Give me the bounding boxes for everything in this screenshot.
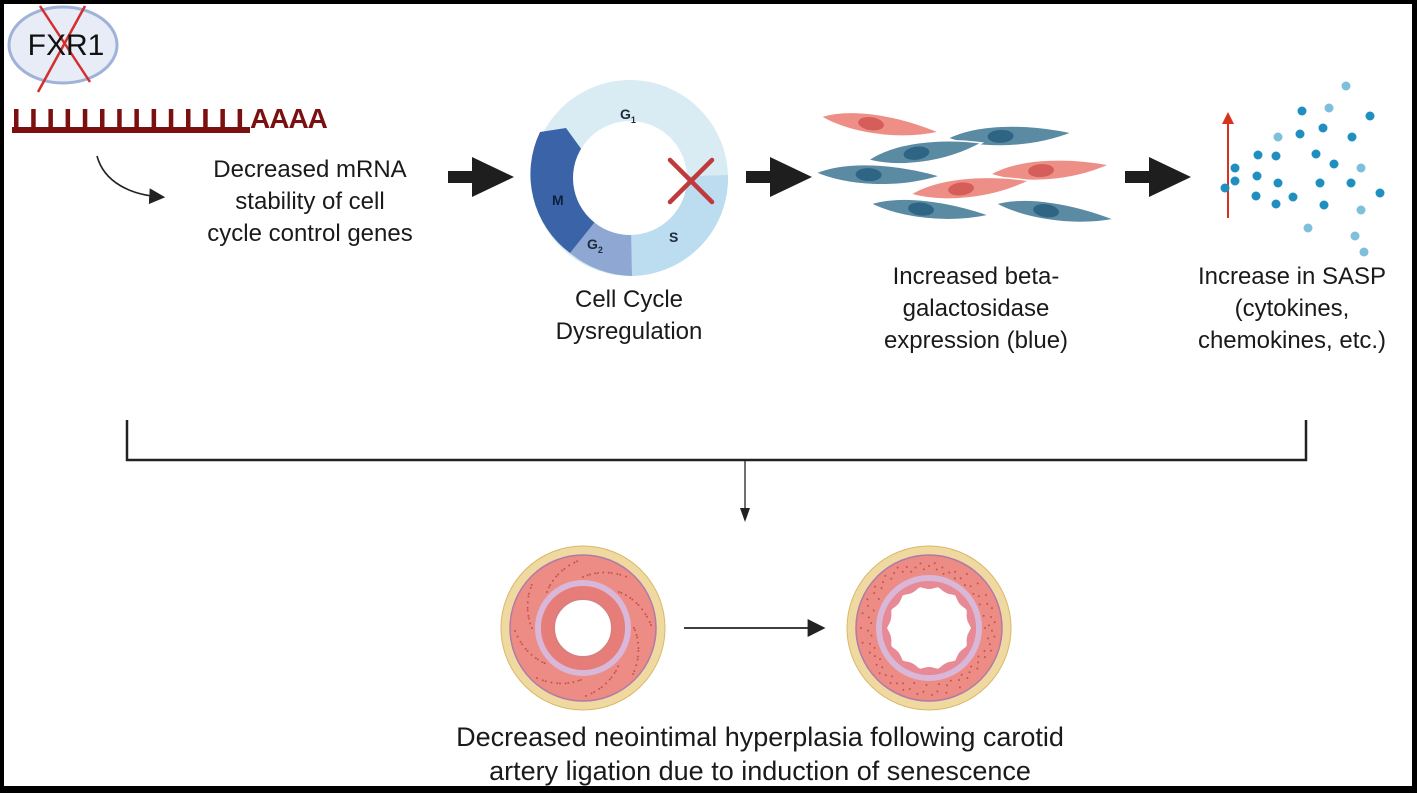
sasp-particle: [1329, 159, 1339, 169]
flow-arrow-2-icon: [746, 157, 812, 197]
blue-cell: [945, 125, 1076, 147]
sasp-particle: [1303, 223, 1313, 233]
blue-cell: [866, 140, 985, 165]
artery-after-icon: [846, 545, 1012, 711]
phase-m-label: M: [552, 192, 564, 208]
sasp-particle: [1365, 111, 1375, 121]
mrna-backbone: [12, 127, 250, 133]
sasp-particle: [1359, 247, 1369, 257]
sasp-particle: [1251, 191, 1261, 201]
blue-cell: [993, 199, 1118, 224]
beta-gal-label: Increased beta- galactosidase expression…: [836, 261, 1116, 357]
sasp-particle: [1341, 81, 1351, 91]
label-line: stability of cell: [235, 188, 385, 215]
mrna-nucleotide: [203, 109, 208, 129]
label-line: galactosidase: [902, 295, 1050, 322]
outcome-label: Decreased neointimal hyperplasia followi…: [370, 720, 1150, 788]
mrna-nucleotide: [48, 109, 53, 129]
sasp-particle: [1311, 149, 1321, 159]
lumen: [887, 587, 971, 669]
sasp-particle: [1220, 183, 1230, 193]
sasp-particle: [1252, 171, 1262, 181]
mrna-nucleotide: [31, 109, 36, 129]
cell-cycle-ring-icon: [530, 80, 729, 276]
cell-cycle-label: Cell Cycle Dysregulation: [514, 284, 744, 348]
mrna-nucleotide: [65, 109, 71, 129]
label-line: artery ligation due to induction of sene…: [489, 756, 1031, 786]
knockout-cross-icon: [36, 5, 92, 93]
sasp-particle: [1295, 129, 1305, 139]
sasp-particle: [1230, 176, 1240, 186]
label-line: Dysregulation: [555, 318, 703, 345]
sasp-particle: [1356, 163, 1366, 173]
mrna-nucleotide: [134, 109, 139, 129]
sasp-particle: [1297, 106, 1307, 116]
sasp-particle: [1271, 199, 1281, 209]
flow-arrow-3-icon: [1125, 157, 1191, 197]
mrna-nucleotide: [186, 109, 191, 129]
sasp-particle: [1315, 178, 1325, 188]
sasp-label: Increase in SASP (cytokines, chemokines,…: [1164, 261, 1417, 357]
mrna-nucleotide: [151, 109, 157, 129]
sasp-particle: [1273, 132, 1283, 142]
poly-a-tail-label: AAAA: [250, 103, 328, 134]
mrna-nucleotide: [237, 109, 243, 129]
senescent-cells-icon: [813, 111, 1118, 224]
mrna-nucleotide: [168, 109, 174, 129]
sasp-increase-arrow-icon: [1222, 112, 1234, 218]
phase-g1-label: G1: [620, 106, 636, 125]
mrna-nucleotide: [220, 109, 225, 129]
flow-arrow-1-icon: [448, 157, 514, 197]
phase-g2-label: G2: [587, 236, 603, 255]
label-line: chemokines, etc.): [1197, 327, 1387, 354]
sasp-particle: [1288, 192, 1298, 202]
label-line: Decreased mRNA: [213, 156, 407, 183]
sasp-particle: [1346, 178, 1356, 188]
pink-cell: [908, 176, 1033, 200]
blue-cell: [868, 198, 993, 221]
label-line: Increased beta-: [892, 263, 1060, 290]
sasp-particle: [1350, 231, 1360, 241]
sasp-particle: [1318, 123, 1328, 133]
sasp-particles-icon: [1220, 81, 1385, 257]
sasp-particle: [1230, 163, 1240, 173]
label-line: Decreased neointimal hyperplasia followi…: [456, 722, 1064, 752]
elastic-lamina: [535, 580, 631, 676]
g1-s-block-cross-icon: [667, 157, 715, 205]
gene-name-label: FXR1: [27, 29, 105, 62]
label-line: expression (blue): [883, 327, 1069, 354]
label-line: Cell Cycle: [574, 286, 684, 313]
lumen: [553, 598, 613, 658]
sasp-particle: [1253, 150, 1263, 160]
sasp-particle: [1375, 188, 1385, 198]
phase-s-label: S: [669, 229, 679, 245]
elastic-lamina: [876, 575, 982, 681]
mrna-nucleotide: [100, 109, 105, 129]
sasp-particle: [1271, 151, 1281, 161]
artery-before-icon: [500, 545, 666, 711]
mrna-nucleotide: [14, 109, 19, 129]
blue-cell: [813, 163, 944, 186]
pink-cell: [818, 111, 943, 137]
curved-arrow-icon: [96, 155, 166, 205]
convergence-bracket: [125, 420, 1308, 522]
sasp-particle: [1324, 103, 1334, 113]
sasp-particle: [1347, 132, 1357, 142]
label-line: cycle control genes: [207, 220, 413, 247]
label-line: (cytokines,: [1234, 295, 1350, 322]
mrna-strand-icon: [12, 109, 250, 133]
mrna-stability-label: Decreased mRNA stability of cell cycle c…: [160, 154, 460, 250]
mrna-nucleotide: [117, 109, 122, 129]
sasp-particle: [1319, 200, 1329, 210]
sasp-particle: [1273, 178, 1283, 188]
mrna-nucleotide: [82, 109, 88, 129]
sasp-particle: [1356, 205, 1366, 215]
label-line: Increase in SASP: [1197, 263, 1387, 290]
